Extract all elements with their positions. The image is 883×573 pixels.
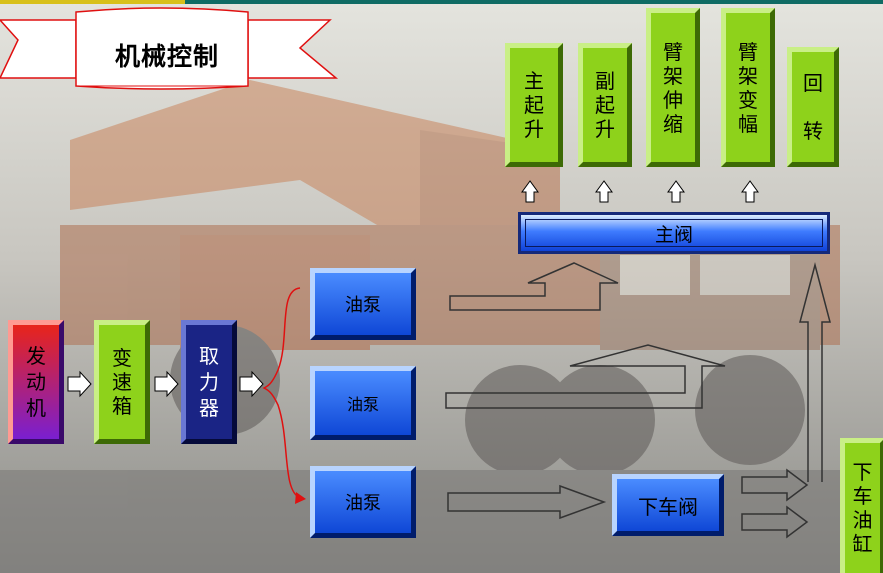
boom-luffing-box: 臂 架 变 幅 — [721, 8, 775, 167]
page-title: 机械控制 — [114, 42, 219, 71]
top-rule-accent — [0, 0, 185, 4]
main-hoist-label: 主 起 升 — [524, 69, 544, 141]
chain-arrows — [67, 370, 264, 398]
main-valve: 主阀 — [518, 212, 830, 254]
main-valve-inner-border — [525, 219, 823, 247]
aux-hoist-box: 副 起 升 — [578, 43, 632, 167]
output-arrows — [521, 180, 759, 203]
engine-label: 发 动 机 — [26, 344, 46, 420]
red-arrowhead — [295, 492, 306, 504]
oil-pump-2-label: 油泵 — [346, 395, 379, 414]
pto-box: 取 力 器 — [181, 320, 237, 444]
arrow-return-main-valve — [799, 262, 831, 482]
boom-luffing-label: 臂 架 变 幅 — [738, 39, 758, 136]
main-valve-label: 主阀 — [654, 223, 693, 246]
slewing-label: 回 转 — [803, 71, 823, 143]
arrow-up-boom-luffing — [741, 180, 759, 203]
arrow-pump2-main-valve — [445, 344, 726, 409]
lower-cylinder-label: 下 车 油 缸 — [852, 460, 873, 556]
arrow-up-boom-telescope — [667, 180, 685, 203]
arrow-pto-brace — [239, 370, 264, 398]
lower-valve: 下车阀 — [612, 474, 724, 536]
aux-hoist-label: 副 起 升 — [595, 69, 615, 141]
oil-pump-2: 油泵 — [310, 366, 416, 440]
arrow-up-main-hoist — [521, 180, 539, 203]
boom-telescope-box: 臂 架 伸 缩 — [646, 8, 700, 167]
arrow-engine-gearbox — [67, 370, 92, 398]
title-ribbon — [0, 7, 339, 90]
arrow-lower-valve-cylinder-1 — [741, 468, 809, 502]
oil-pump-1: 油泵 — [310, 268, 416, 340]
gearbox-label: 变 速 箱 — [112, 346, 132, 418]
gearbox-box: 变 速 箱 — [94, 320, 150, 444]
oil-pump-3-label: 油泵 — [345, 493, 381, 514]
arrow-gearbox-pto — [154, 370, 179, 398]
oil-pump-1-label: 油泵 — [345, 295, 381, 316]
arrow-pump1-main-valve — [449, 262, 619, 311]
main-hoist-box: 主 起 升 — [505, 43, 563, 167]
pto-label: 取 力 器 — [199, 344, 219, 420]
engine-box: 发 动 机 — [8, 320, 64, 444]
top-rule — [0, 0, 883, 4]
boom-telescope-label: 臂 架 伸 缩 — [663, 39, 683, 136]
red-distribution-brace — [262, 287, 301, 499]
slewing-box: 回 转 — [787, 47, 839, 167]
arrow-lower-valve-cylinder-2 — [741, 505, 809, 539]
oil-pump-3: 油泵 — [310, 466, 416, 538]
lower-cylinder-box: 下 车 油 缸 — [840, 438, 883, 573]
lower-valve-label: 下车阀 — [638, 494, 698, 519]
arrow-pump3-lower-valve — [447, 484, 607, 520]
arrow-up-aux-hoist — [595, 180, 613, 203]
